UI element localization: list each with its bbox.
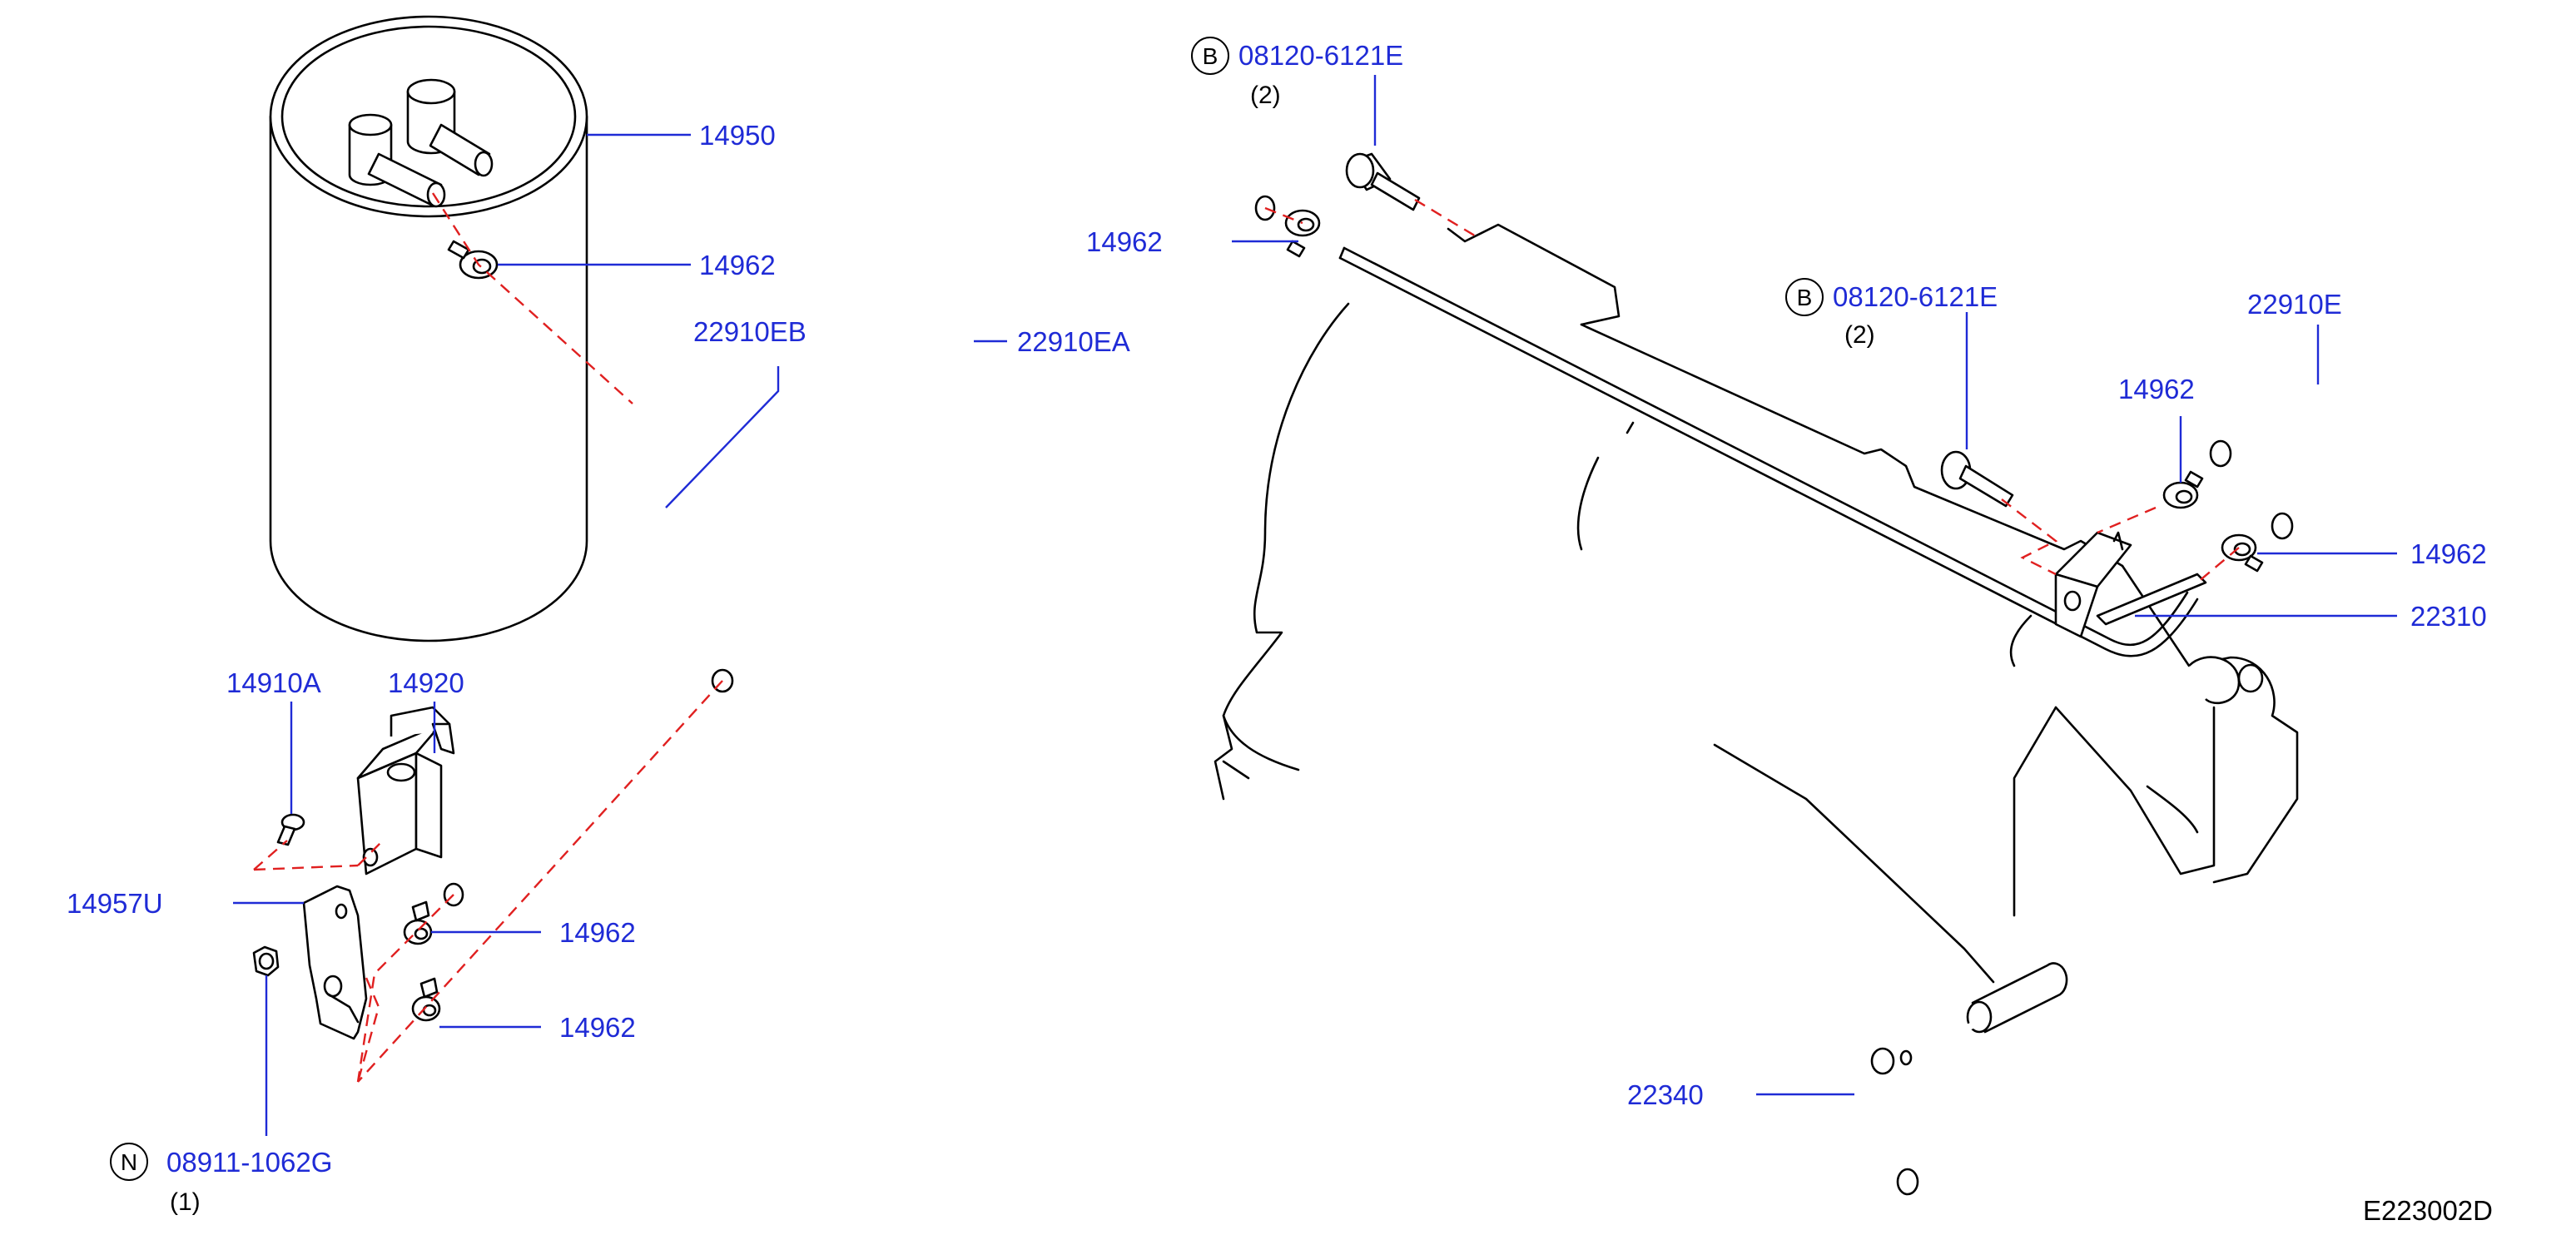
valve-14920-drawing	[356, 706, 455, 875]
label-14962-right-upper[interactable]: 14962	[2118, 374, 2195, 404]
diagram-reference-code: E223002D	[2363, 1195, 2493, 1226]
label-14962-lower-1[interactable]: 14962	[559, 917, 636, 948]
label-14957u[interactable]: 14957U	[67, 888, 163, 919]
qty-bolt-right: (2)	[1844, 321, 1875, 349]
circled-letter-n: N	[110, 1143, 148, 1181]
label-22910eb[interactable]: 22910EB	[693, 316, 807, 347]
pipe-22310-drawing	[1338, 246, 2207, 657]
hose-22340-drawing	[1837, 962, 2068, 1196]
bolt-top-drawing	[1345, 152, 1421, 211]
part-labels: 14950 14962 22910EB 22910EA 14962 08120-…	[67, 40, 2487, 1216]
circled-letter-b-top: B	[1191, 37, 1229, 75]
engine-drawing	[1214, 223, 2299, 984]
label-08120-6121e-right[interactable]: 08120-6121E	[1833, 281, 1998, 312]
label-14962-right-lower[interactable]: 14962	[2410, 538, 2487, 569]
hose-22910eb-drawing	[443, 395, 666, 907]
clamp-lower-1-drawing	[403, 900, 433, 945]
label-14920[interactable]: 14920	[388, 667, 464, 698]
bolt-right-drawing	[1940, 450, 2014, 508]
clamp-lower-2-drawing	[411, 977, 441, 1022]
hose-22910e-drawing	[2162, 380, 2366, 573]
bracket-14957u-drawing	[302, 885, 368, 1040]
label-14962-lower-2[interactable]: 14962	[559, 1012, 636, 1043]
label-22310[interactable]: 22310	[2410, 601, 2487, 632]
qty-bolt-top: (2)	[1250, 82, 1281, 109]
assembly-paths	[253, 192, 2240, 1083]
leader-lines	[233, 75, 2397, 1136]
canister-drawing	[269, 15, 588, 642]
label-14962-canister[interactable]: 14962	[699, 250, 776, 280]
label-22340[interactable]: 22340	[1627, 1079, 1704, 1110]
label-08911-1062g[interactable]: 08911-1062G	[166, 1147, 332, 1178]
label-22910e[interactable]: 22910E	[2247, 289, 2342, 320]
label-14910a[interactable]: 14910A	[226, 667, 321, 698]
label-14962-top[interactable]: 14962	[1086, 226, 1163, 257]
nut-letter: N	[121, 1149, 137, 1175]
label-14950[interactable]: 14950	[699, 120, 776, 151]
hose-22910ea-drawing	[711, 103, 1321, 693]
circled-letter-b-right: B	[1785, 278, 1824, 316]
nut-08911-drawing	[252, 945, 280, 977]
label-22910ea[interactable]: 22910EA	[1017, 326, 1130, 357]
bolt-14910a-drawing	[276, 813, 305, 846]
label-08120-6121e-top[interactable]: 08120-6121E	[1238, 40, 1403, 71]
bolt-right-letter: B	[1797, 285, 1813, 310]
bolt-top-letter: B	[1203, 43, 1219, 69]
qty-nut: (1)	[170, 1188, 201, 1216]
